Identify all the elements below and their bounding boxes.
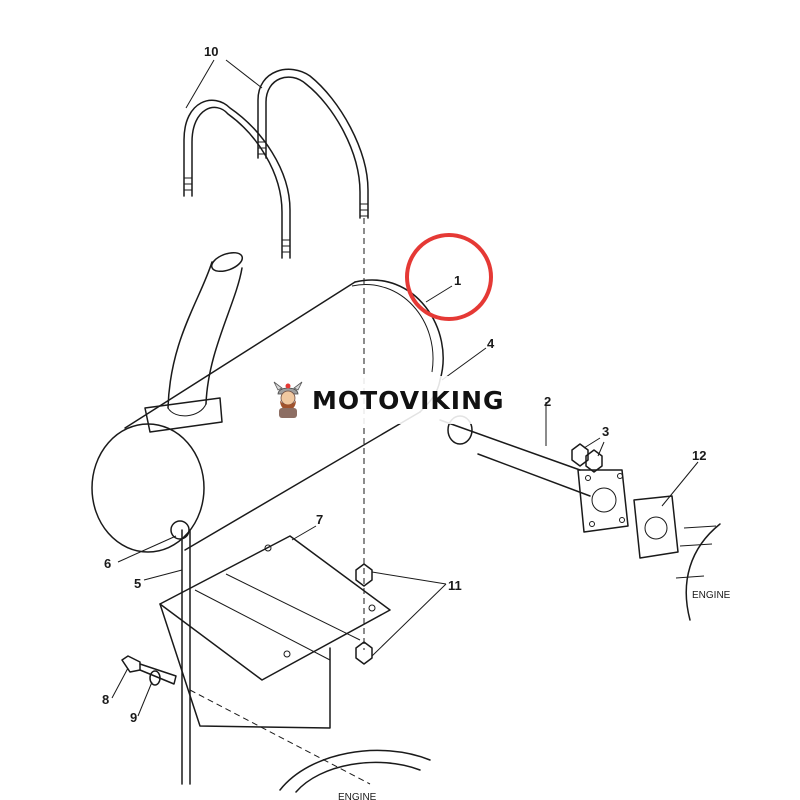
engine-port bbox=[675, 523, 721, 621]
inlet-pipe bbox=[439, 415, 629, 533]
u-bolt-rear bbox=[257, 68, 369, 219]
watermark-text: MOTOVIKING bbox=[312, 385, 505, 415]
flange-nuts bbox=[571, 443, 603, 473]
gasket bbox=[633, 495, 679, 559]
engine-label-right: ENGINE bbox=[692, 590, 731, 601]
mounting-bracket bbox=[159, 535, 391, 729]
callout-5: 5 bbox=[134, 576, 141, 591]
callout-4: 4 bbox=[487, 336, 495, 351]
callout-7: 7 bbox=[316, 512, 323, 527]
callout-3: 3 bbox=[602, 424, 609, 439]
engine-label-bottom: ENGINE bbox=[338, 792, 377, 800]
callout-10: 10 bbox=[204, 44, 218, 59]
tailpipe bbox=[144, 251, 244, 433]
u-bolt-front bbox=[183, 99, 291, 259]
support-rod bbox=[170, 520, 191, 785]
viking-mascot-icon bbox=[273, 381, 303, 418]
callout-11: 11 bbox=[448, 578, 462, 593]
callout-8: 8 bbox=[102, 692, 109, 707]
lower-engine-housing bbox=[279, 749, 431, 793]
bolt-and-washer bbox=[121, 655, 177, 686]
callout-2: 2 bbox=[544, 394, 551, 409]
callout-1: 1 bbox=[454, 273, 461, 288]
callout-9: 9 bbox=[130, 710, 137, 725]
watermark-banner: MOTOVIKING bbox=[262, 376, 536, 424]
callout-12: 12 bbox=[692, 448, 706, 463]
callout-6: 6 bbox=[104, 556, 111, 571]
highlight-circle bbox=[405, 233, 493, 321]
